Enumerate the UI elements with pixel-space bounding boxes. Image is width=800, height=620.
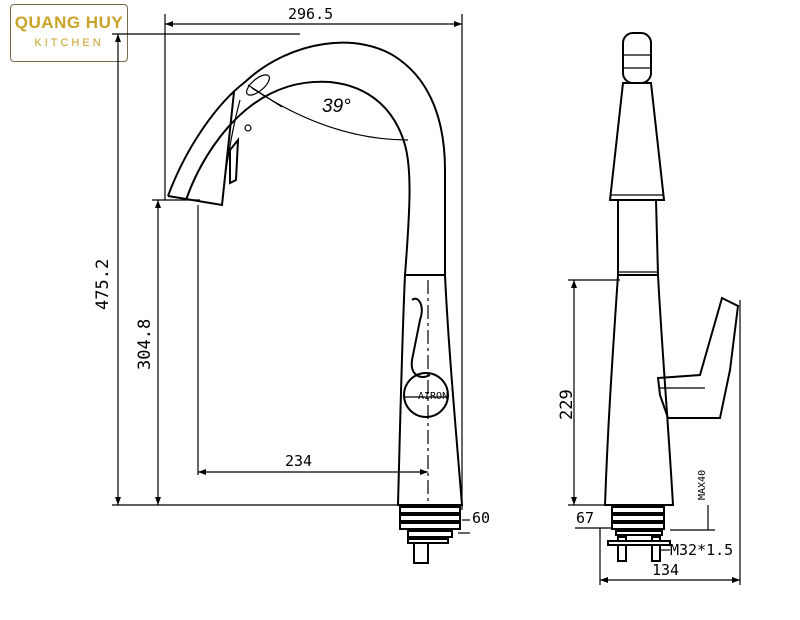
arrow-total-top xyxy=(115,34,121,42)
label-angle: 39° xyxy=(322,96,351,117)
arrow-reach2-left xyxy=(198,469,206,475)
base-ring-4 xyxy=(407,530,453,538)
arrow-spout-top xyxy=(155,200,161,208)
arrow-reach-right xyxy=(454,21,462,27)
shank-nut xyxy=(407,538,449,544)
label-body-height: 229 xyxy=(557,389,577,420)
handle-label: AIRON xyxy=(418,391,448,402)
front-view xyxy=(568,32,741,585)
spray-button xyxy=(229,136,240,185)
arrow-reach2-right xyxy=(420,469,428,475)
label-spout-height: 304.8 xyxy=(135,319,155,370)
front-base-ring-1 xyxy=(611,506,665,514)
front-shank-right xyxy=(651,536,661,562)
front-base-ring-2 xyxy=(611,514,665,522)
side-view: AIRON xyxy=(112,14,470,564)
spout-inner xyxy=(185,80,411,276)
arrow-spout-bottom xyxy=(155,497,161,505)
arrow-134-left xyxy=(600,577,608,583)
handle-base xyxy=(403,372,449,418)
logo-subtitle: KITCHEN xyxy=(34,37,104,49)
label-deck-max: MAX40 xyxy=(697,470,708,500)
label-thread: M32*1.5 xyxy=(670,541,733,559)
front-shank-left xyxy=(617,536,627,562)
label-shank-offset: 67 xyxy=(576,509,594,527)
label-spout-reach: 234 xyxy=(285,452,312,470)
arrow-229-top xyxy=(571,280,577,288)
logo-title: QUANG HUY xyxy=(14,13,124,32)
column xyxy=(617,199,660,276)
arrow-reach-left xyxy=(165,21,173,27)
label-base-offset: 60 xyxy=(472,509,490,527)
top-knob xyxy=(622,32,652,84)
faucet-body xyxy=(396,274,464,506)
spout-cone xyxy=(608,82,666,201)
spray-joint xyxy=(246,74,270,96)
label-total-height: 475.2 xyxy=(93,259,113,310)
handle-lever xyxy=(410,297,431,378)
spray-dot-icon xyxy=(244,124,252,132)
brand-logo: QUANG HUY KITCHEN xyxy=(10,4,128,62)
label-depth: 134 xyxy=(652,561,679,579)
front-body xyxy=(603,274,675,506)
front-shank-nut xyxy=(607,540,671,546)
front-handle xyxy=(656,296,740,419)
base-ring-2 xyxy=(399,514,461,522)
base-ring-1 xyxy=(399,506,461,514)
label-reach: 296.5 xyxy=(288,5,333,23)
arrow-134-right xyxy=(732,577,740,583)
front-base-ring-3 xyxy=(611,522,665,530)
base-ring-3 xyxy=(399,522,461,530)
front-base-ring-4 xyxy=(615,530,663,536)
spout-outer xyxy=(167,41,446,275)
arrow-total-bottom xyxy=(115,497,121,505)
arrow-229-bottom xyxy=(571,497,577,505)
